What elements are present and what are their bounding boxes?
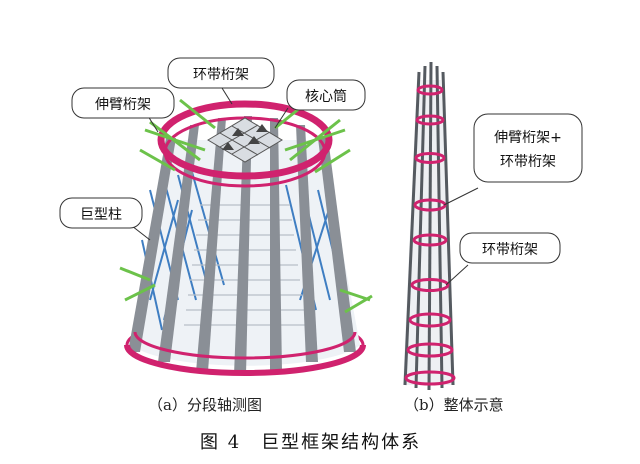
- callout-outrigger-ring: 伸臂桁架+ 环带桁架: [443, 113, 583, 206]
- label-outrigger-ring-line2: 环带桁架: [500, 154, 556, 170]
- callout-core-tube: 核心筒: [274, 79, 366, 129]
- callout-ring-truss-right: 环带桁架: [445, 232, 561, 286]
- label-ring-truss-right: 环带桁架: [482, 242, 538, 258]
- bottom-ring-inner: [133, 331, 357, 360]
- tower-ring-trusses: [404, 84, 456, 386]
- label-ring-truss-top: 环带桁架: [193, 67, 249, 83]
- top-ring-truss: [157, 100, 333, 180]
- label-outrigger-ring-line1: 伸臂桁架+: [494, 130, 562, 146]
- label-outrigger-left: 伸臂桁架: [95, 97, 151, 113]
- figure-title: 图 4 巨型框架结构体系: [200, 432, 422, 453]
- callout-ring-truss-top: 环带桁架: [167, 57, 275, 105]
- tower-overall-view: [403, 61, 456, 391]
- segment-axonometric-view: [119, 98, 373, 376]
- caption-part-a: （a）分段轴测图: [148, 396, 262, 414]
- callout-mega-column: 巨型柱: [59, 197, 151, 241]
- label-mega-column: 巨型柱: [80, 207, 122, 223]
- mega-columns: [128, 116, 356, 375]
- label-core-tube: 核心筒: [305, 88, 347, 105]
- core-top-triangles: [222, 124, 268, 150]
- caption-part-b: （b）整体示意: [404, 396, 504, 414]
- tower-columns: [403, 61, 455, 391]
- callout-outrigger-left: 伸臂桁架: [71, 87, 175, 133]
- bottom-ring-truss: [124, 344, 366, 376]
